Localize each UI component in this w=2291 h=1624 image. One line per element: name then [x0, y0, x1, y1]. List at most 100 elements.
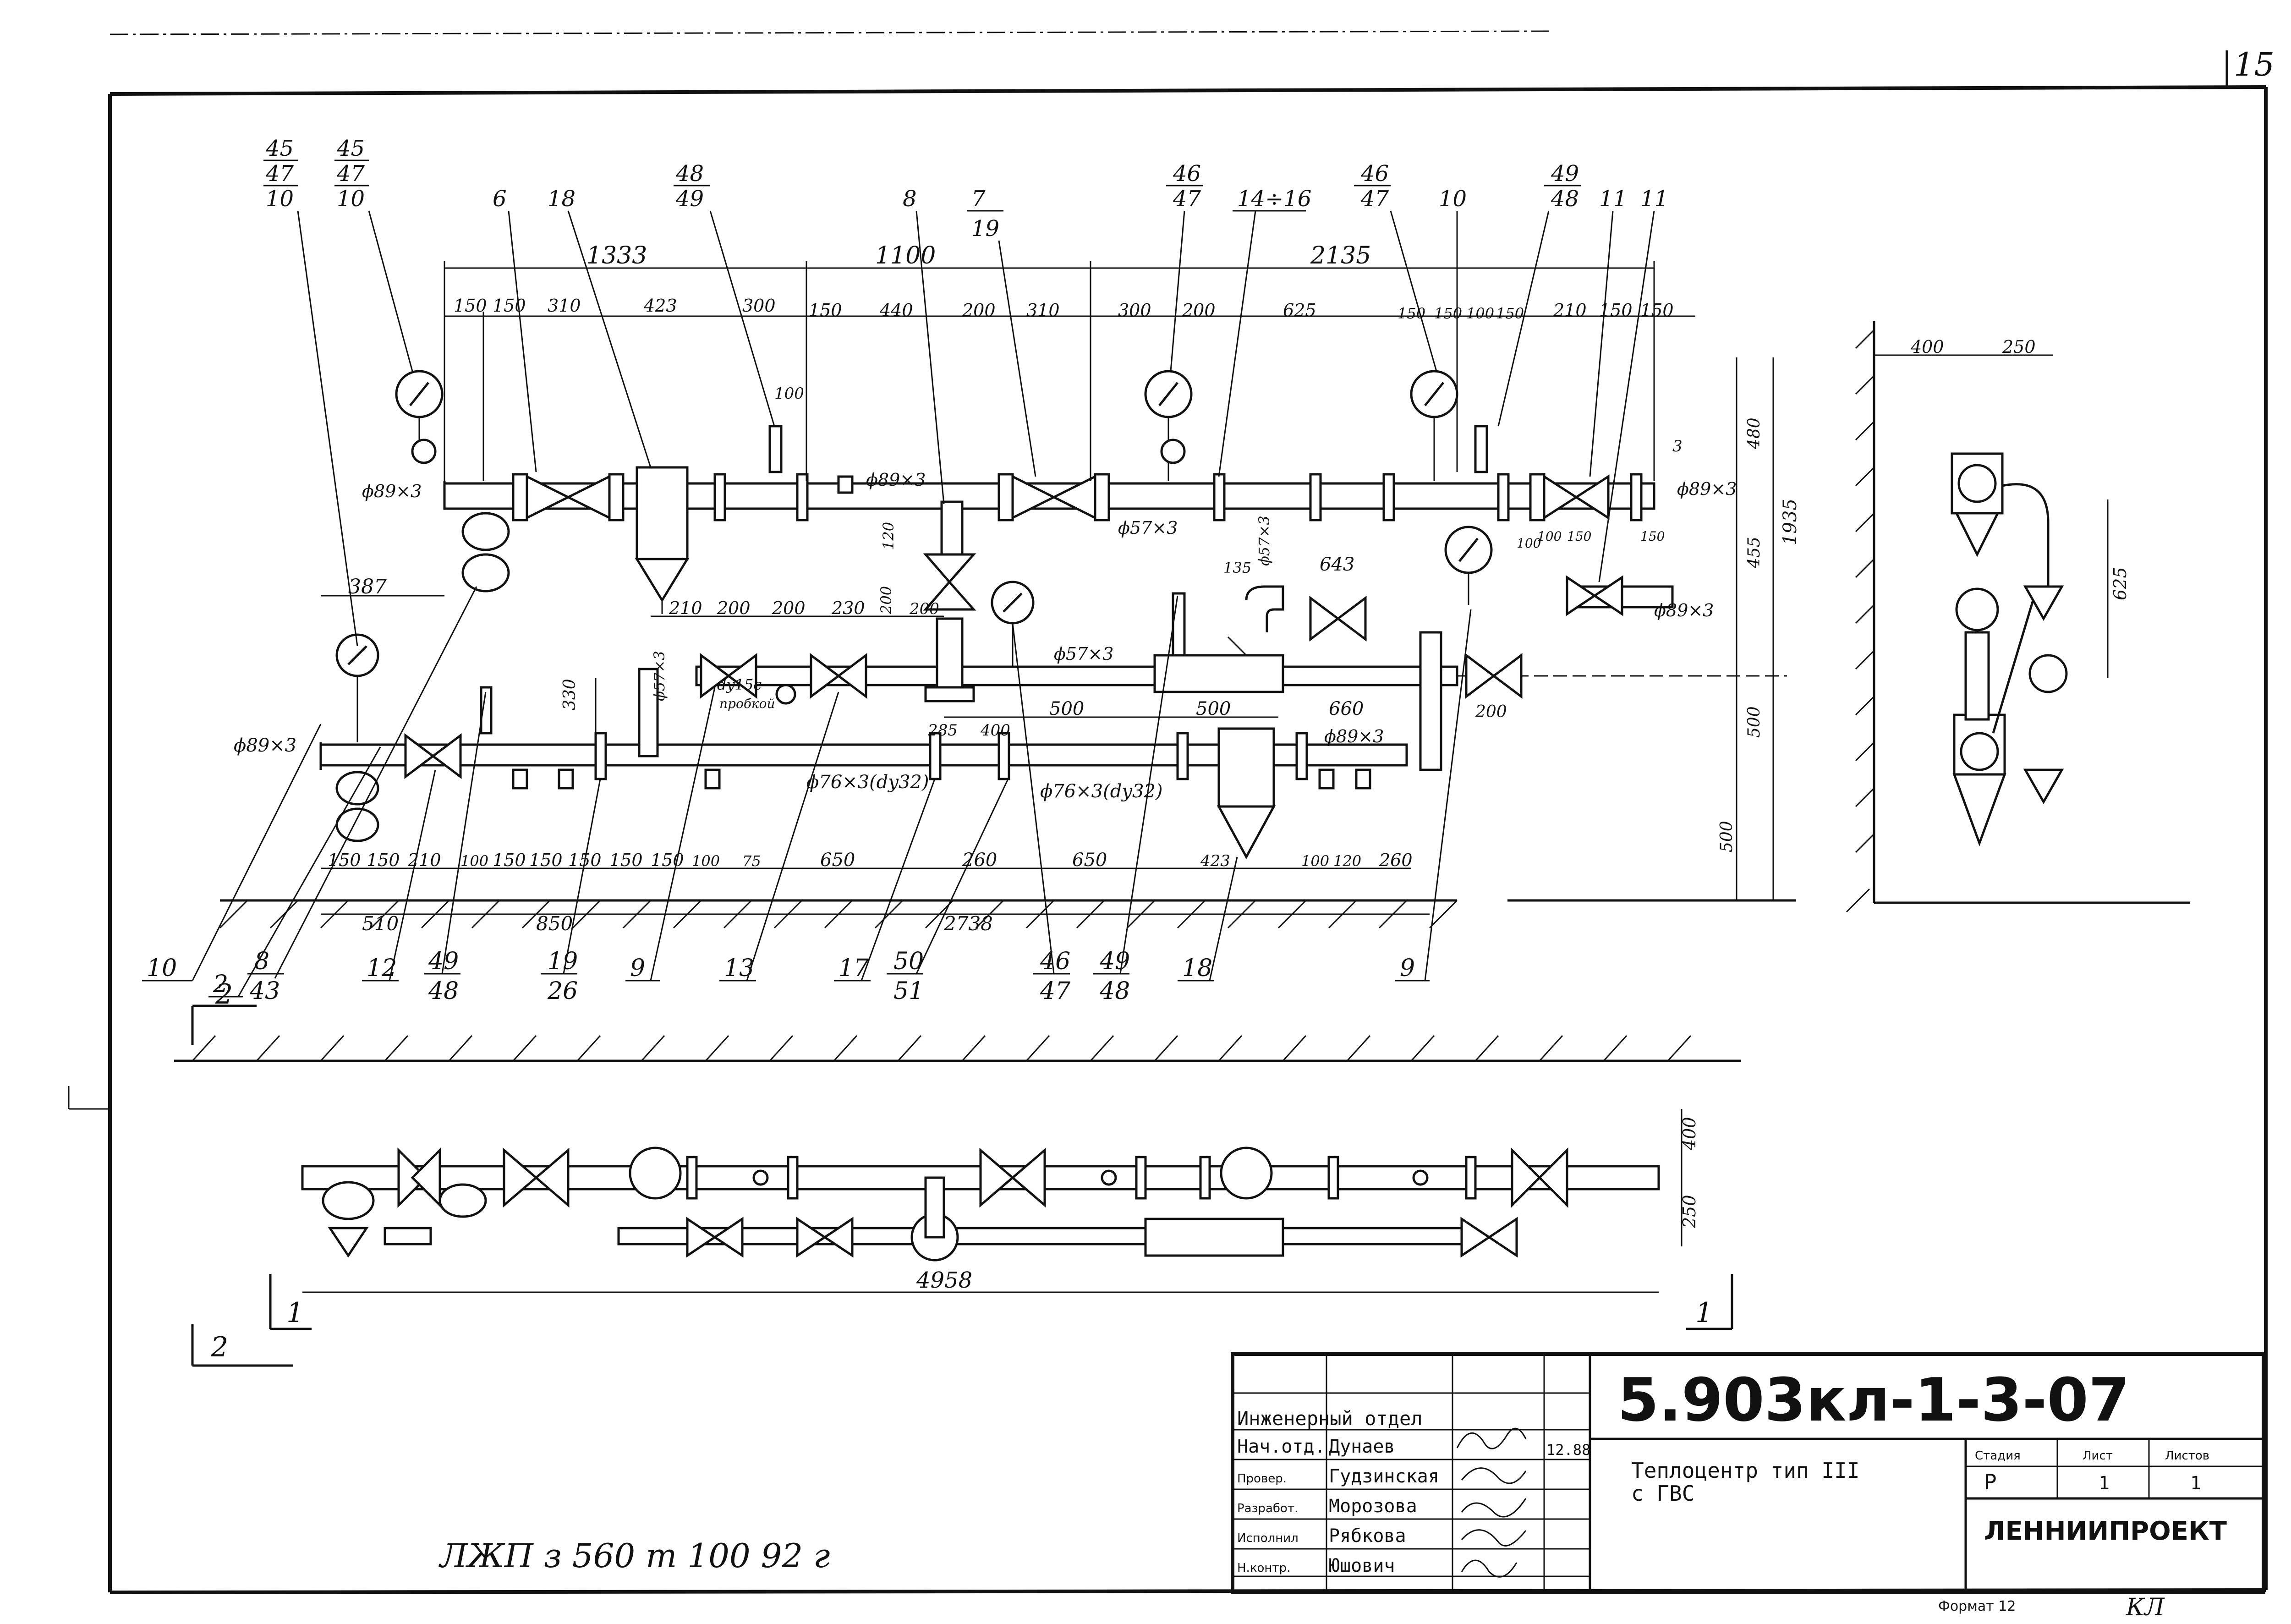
callout: 8 [903, 186, 945, 505]
dim-text: 200 [1182, 300, 1216, 320]
callout: 46 47 [1012, 623, 1071, 1005]
stage-header: Стадия [1975, 1449, 2021, 1463]
pipe-labels: ϕ89×3 ϕ89×3 ϕ57×3 ϕ57×3 ϕ57×3 ϕ89×3 ϕ89×… [234, 470, 1737, 802]
svg-text:Разработ.: Разработ. [1237, 1502, 1298, 1515]
dim-text: 260 [962, 850, 997, 871]
callout: 6 [493, 186, 537, 472]
signature-row: Провер. Гудзинская [1237, 1466, 1439, 1487]
pressure-gauge [1410, 370, 1458, 481]
dim-text: 400 [1910, 337, 1944, 357]
elevation-view [174, 370, 1796, 1062]
check-valve [461, 512, 510, 593]
callout: 10 [1439, 186, 1467, 472]
dim-text: 100 [1537, 529, 1562, 544]
svg-text:46: 46 [1173, 161, 1201, 187]
pipe-label: ϕ89×3 [1654, 600, 1714, 620]
archive-note: ЛЖП з 560 т 100 92 г [438, 1536, 830, 1575]
water-heater [1153, 592, 1284, 693]
pressure-gauge [1444, 526, 1493, 605]
callout: 11 [1598, 186, 1668, 582]
pipe-label: ϕ76×3(dy32) [1040, 781, 1162, 802]
svg-text:43: 43 [249, 977, 280, 1005]
dim-text: 150 [1398, 305, 1425, 322]
date: 12.88 [1546, 1441, 1590, 1459]
handwritten-signature [1456, 1427, 1527, 1578]
svg-text:11: 11 [1599, 186, 1627, 212]
mud-trap [635, 466, 690, 614]
middle-dimensions: 210 200 200 230 200 500 500 660 643 387 … [321, 554, 1507, 742]
svg-text:47: 47 [336, 161, 365, 187]
svg-text:2: 2 [213, 971, 228, 998]
bottom-dimensions: 150 150 210 100 150 150 150 150 150 100 … [321, 850, 1430, 935]
pipe-label: ϕ89×3 [1677, 479, 1737, 499]
dim-text: 1100 [875, 242, 936, 269]
dim-text: 250 [1679, 1195, 1699, 1229]
dim-text: 100 [774, 384, 804, 403]
dim-text: 260 [1379, 850, 1413, 870]
callout: 14÷16 [1218, 186, 1311, 477]
svg-text:9: 9 [630, 955, 645, 982]
dim-text: 210 [407, 850, 441, 870]
dim-text: 387 [348, 575, 387, 598]
dim-text: 4958 [916, 1267, 972, 1293]
dim-text: 330 [560, 679, 579, 710]
callout: 49 48 [1093, 595, 1178, 1005]
dim-text: 200 [717, 598, 751, 618]
pipe-label: ϕ57×3 [1054, 644, 1113, 664]
gate-valve [700, 653, 757, 699]
svg-text:47: 47 [1173, 186, 1201, 212]
callout: 45 47 10 [263, 136, 358, 647]
svg-text:47: 47 [1360, 186, 1389, 212]
svg-text:17: 17 [839, 955, 869, 982]
mud-trap [1217, 727, 1276, 860]
callout: 7 19 [967, 186, 1036, 477]
signature-row: Разработ. Морозова [1237, 1496, 1417, 1517]
dim-text: 200 [909, 600, 939, 618]
stage-value: Р [1984, 1470, 1997, 1494]
callout: 48 49 [674, 161, 775, 427]
svg-text:48: 48 [1551, 186, 1579, 212]
svg-text:Н.контр.: Н.контр. [1237, 1561, 1290, 1575]
dim-text: 120 [880, 522, 897, 550]
dim-text: 150 [529, 850, 563, 870]
dim-text: 3 [1672, 437, 1683, 455]
section-mark: 2 [215, 978, 233, 1010]
svg-text:Нач.отд.: Нач.отд. [1237, 1436, 1326, 1457]
dim-text: 200 [1475, 702, 1507, 721]
pipe-label: ϕ89×3 [362, 481, 422, 501]
sheets-value: 1 [2190, 1473, 2201, 1494]
dim-text: 2135 [1310, 242, 1371, 269]
gate-valve [404, 733, 462, 779]
svg-text:49: 49 [675, 186, 704, 212]
callout: 46 47 [1166, 161, 1203, 372]
callout: 18 [548, 186, 652, 468]
callout: 46 47 [1354, 161, 1437, 372]
top-dimensions: 1333 1100 2135 150 150 310 423 300 150 4… [444, 242, 1695, 481]
dim-text: 455 [1745, 537, 1764, 569]
dim-text: 400 [980, 721, 1010, 740]
pressure-gauge [395, 370, 444, 464]
svg-text:19: 19 [971, 216, 999, 241]
callout: 45 47 10 [334, 136, 413, 372]
svg-text:49: 49 [428, 948, 459, 975]
svg-text:50: 50 [893, 948, 924, 975]
dim-text: 300 [1118, 300, 1151, 320]
title-block: 5.903кл-1-3-07 Теплоцентр тип III с ГВС … [1231, 1352, 2265, 1594]
svg-text:47: 47 [265, 161, 294, 187]
svg-text:18: 18 [548, 186, 575, 212]
dim-text: 200 [772, 598, 806, 618]
callout: 11 [1589, 186, 1627, 477]
callout: 49 48 [1497, 161, 1581, 427]
sheet-value: 1 [2099, 1473, 2110, 1494]
page-number: 15 [2234, 46, 2275, 83]
dim-text: 500 [1049, 698, 1084, 719]
pipe-label: ϕ89×3 [866, 470, 926, 490]
dim-text: 150 [609, 850, 643, 870]
pipe-label: ϕ57×3 [1255, 516, 1273, 566]
gate-valve [1566, 575, 1623, 616]
svg-text:14÷16: 14÷16 [1237, 186, 1311, 212]
svg-text:48: 48 [1099, 977, 1130, 1005]
drawing-subtitle: с ГВС [1631, 1481, 1694, 1506]
dim-text: 480 [1745, 417, 1764, 450]
